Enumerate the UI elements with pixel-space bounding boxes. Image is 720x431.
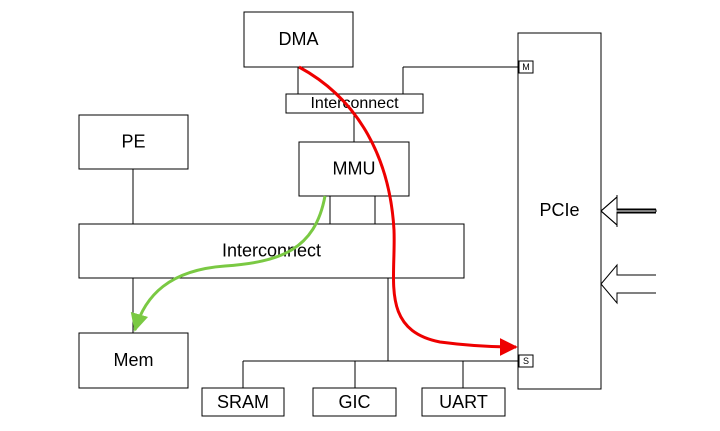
pcie-inbound-link xyxy=(600,263,656,305)
mmu-block: MMU xyxy=(298,141,410,197)
gic-block: GIC xyxy=(312,387,397,417)
sram-label: SRAM xyxy=(217,392,269,412)
interconnect-top-label: Interconnect xyxy=(310,95,399,112)
gic-label: GIC xyxy=(338,392,370,412)
uart-block: UART xyxy=(421,387,506,417)
pcie-slave-port: S xyxy=(518,354,534,368)
mmu-label: MMU xyxy=(333,158,376,178)
dma-block: DMA xyxy=(243,11,354,68)
dma-to-pcie-path xyxy=(298,65,518,356)
slave-port-label: S xyxy=(523,356,529,366)
connection-wires xyxy=(132,66,519,388)
dma-label: DMA xyxy=(279,29,319,49)
master-port-label: M xyxy=(522,62,530,72)
pe-label: PE xyxy=(121,131,145,151)
mem-block: Mem xyxy=(78,332,189,389)
interconnect-main-block: Interconnect xyxy=(78,223,465,279)
mmu-to-mem-path xyxy=(130,195,327,332)
pcie-label: PCIe xyxy=(539,200,579,220)
pcie-block: PCIe xyxy=(517,32,602,390)
sram-block: SRAM xyxy=(201,387,285,417)
pcie-master-port: M xyxy=(518,60,534,74)
pcie-outbound-arrow xyxy=(600,195,657,227)
interconnect-top-block: Interconnect xyxy=(285,93,424,114)
pe-block: PE xyxy=(78,114,189,170)
uart-label: UART xyxy=(439,392,488,412)
mem-label: Mem xyxy=(114,350,154,370)
pcie-outbound-link xyxy=(600,195,656,227)
